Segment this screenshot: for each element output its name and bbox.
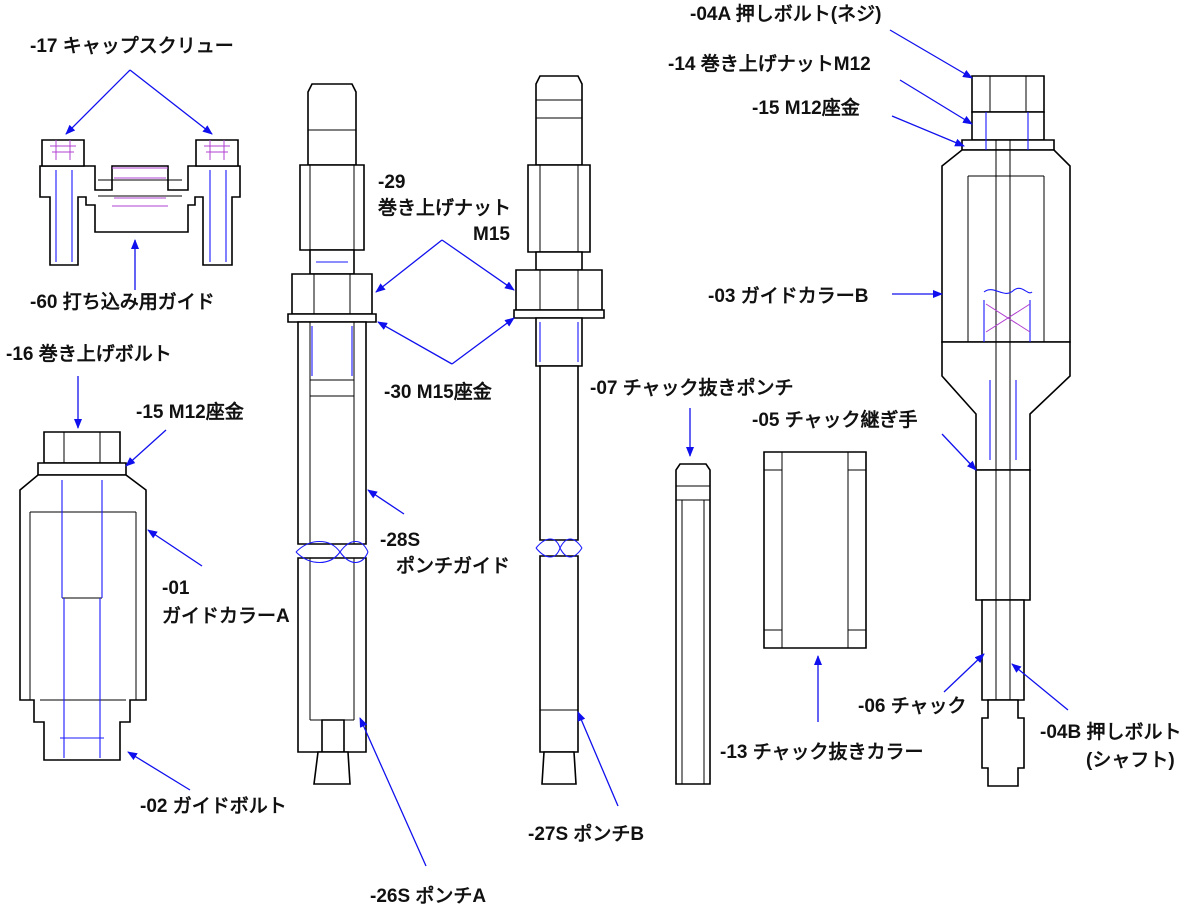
cap-screw-left — [41, 139, 85, 167]
label-26s-punch-a: -26S ポンチA — [370, 884, 486, 906]
part-labels: -17 キャップスクリュー -60 打ち込み用ガイド -16 巻き上げボルト -… — [6, 2, 1181, 906]
washer-m15-30-right — [513, 309, 605, 319]
label-02-guide-bolt: -02 ガイドボルト — [140, 795, 287, 817]
label-30-m15-washer: -30 M15座金 — [384, 380, 493, 403]
guide-collar-a-01 — [19, 474, 147, 761]
cap-screw-right — [195, 139, 239, 167]
label-15-m12-washer-left: -15 M12座金 — [136, 400, 245, 423]
label-17-cap-screw: -17 キャップスクリュー — [30, 34, 234, 57]
label-16-winding-bolt: -16 巻き上げボルト — [6, 342, 172, 365]
label-13-chuck-removal-collar: -13 チャック抜きカラー — [720, 740, 924, 763]
label-28s-punch-guide: ポンチガイド — [396, 554, 510, 577]
label-01-guide-collar-a: ガイドカラーA — [162, 605, 290, 627]
push-bolt-head-04a — [971, 75, 1045, 113]
punch-a-top — [307, 83, 357, 166]
chuck-removal-punch-07 — [675, 463, 711, 785]
punch-a-tip — [313, 751, 351, 785]
punch-b-tip — [541, 751, 577, 785]
washer-m15-30-left — [287, 313, 377, 323]
guide-collar-b-03 — [941, 149, 1071, 343]
punch-guide-assembly — [287, 83, 377, 785]
washer-m12-15-right — [961, 139, 1055, 151]
label-05-chuck-joint: -05 チャック継ぎ手 — [752, 408, 918, 431]
label-04b-push-bolt: -04B 押しボルト — [1040, 720, 1181, 743]
punch-b-top — [535, 75, 583, 166]
winding-nut-m15-29-lower — [291, 273, 373, 315]
winding-bolt-head-16 — [43, 431, 121, 464]
label-15-m12-washer-right: -15 M12座金 — [752, 96, 861, 119]
label-27s-punch-b: -27S ポンチB — [528, 822, 644, 845]
driving-guide-part — [39, 139, 241, 266]
leader-lines — [65, 29, 1069, 867]
label-01-number: -01 — [162, 578, 190, 599]
label-29-winding-nut: 巻き上げナット — [377, 196, 511, 219]
chuck-06 — [981, 599, 1025, 701]
label-28s-number: -28S — [380, 530, 420, 551]
guide-collar-a-assembly — [19, 431, 147, 761]
label-07-chuck-removal-punch: -07 チャック抜きポンチ — [590, 376, 794, 399]
label-06-chuck: -06 チャック — [858, 695, 967, 717]
label-60-driving-guide: -60 打ち込み用ガイド — [30, 290, 215, 313]
label-14-winding-nut-m12: -14 巻き上げナットM12 — [668, 52, 871, 75]
punch-b-assembly — [513, 75, 605, 785]
winding-nut-m15-29-left — [299, 164, 365, 251]
label-29-size: M15 — [473, 224, 510, 245]
label-03-guide-collar-b: -03 ガイドカラーB — [708, 285, 868, 307]
guide-collar-b-assembly — [941, 75, 1071, 787]
label-04a-push-bolt-screw: -04A 押しボルト(ネジ) — [690, 2, 881, 25]
winding-nut-m12-14 — [971, 111, 1045, 141]
winding-nut-m15-29-right — [527, 164, 591, 253]
label-29-number: -29 — [378, 172, 405, 193]
washer-m12-15 — [37, 462, 127, 476]
label-04b-shaft: (シャフト) — [1086, 750, 1175, 771]
chuck-removal-collar-13 — [763, 451, 867, 649]
chuck-joint-05 — [941, 341, 1071, 471]
